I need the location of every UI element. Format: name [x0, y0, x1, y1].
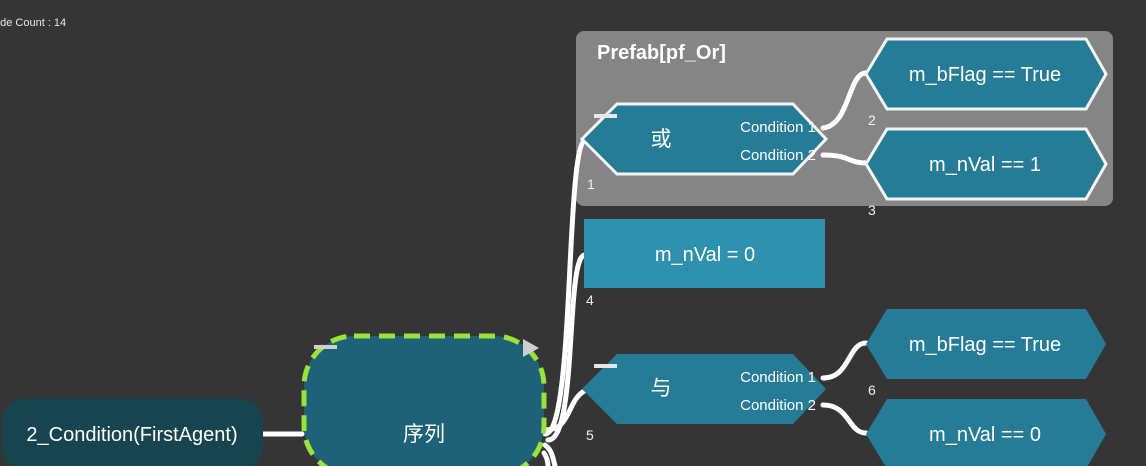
- action-node-body: [584, 219, 825, 288]
- or-condition-2-label: Condition 2: [740, 147, 816, 164]
- and-node[interactable]: 与 Condition 1 Condition 2 5: [582, 354, 826, 443]
- condition-node-label: m_bFlag == True: [909, 334, 1061, 356]
- connector-or-cond1: [820, 70, 869, 131]
- connector-seq-more: [542, 442, 558, 466]
- node-index: 4: [586, 292, 594, 308]
- action-node-label: m_nVal = 0: [655, 244, 755, 266]
- or-flag-condition-node[interactable]: m_bFlag == True 2: [864, 37, 1108, 128]
- and-val-condition-node[interactable]: m_nVal == 0: [866, 399, 1106, 466]
- node-count-label: ode Count : 14: [0, 17, 67, 29]
- prefab-title: Prefab[pf_Or]: [597, 42, 726, 64]
- connector-seq-action: [545, 252, 588, 443]
- node-index: 5: [586, 427, 594, 443]
- sequence-node-label: 序列: [403, 423, 445, 446]
- root-node[interactable]: 2_Condition(FirstAgent): [2, 399, 263, 466]
- node-index: 1: [587, 176, 595, 192]
- or-node-label: 或: [651, 128, 672, 151]
- and-node-label: 与: [651, 377, 672, 400]
- assignment-action-node[interactable]: m_nVal = 0 4: [584, 219, 825, 308]
- sequence-node[interactable]: 序列: [301, 333, 547, 466]
- connector-and-cond1: [820, 340, 869, 381]
- connectors: [259, 70, 869, 466]
- and-flag-condition-node[interactable]: m_bFlag == True 6: [866, 309, 1106, 398]
- connector-and-cond2: [820, 402, 869, 436]
- connector-or-cond2: [820, 152, 869, 166]
- condition-node-body: [866, 309, 1106, 379]
- and-condition-1-label: Condition 1: [740, 369, 816, 386]
- condition-node-body: [864, 127, 1108, 201]
- and-node-body: [582, 354, 826, 424]
- connector-seq-or: [542, 137, 588, 437]
- node-index: 6: [868, 382, 876, 398]
- or-condition-1-label: Condition 1: [740, 119, 816, 136]
- or-val-condition-node[interactable]: m_nVal == 1 3: [864, 127, 1108, 218]
- breakpoint-arrow-icon[interactable]: [523, 339, 539, 357]
- sequence-node-body: [301, 333, 547, 466]
- or-node-body: [579, 102, 829, 176]
- condition-node-label: m_bFlag == True: [909, 64, 1061, 86]
- root-node-body: [2, 399, 263, 466]
- root-node-label: 2_Condition(FirstAgent): [26, 424, 237, 446]
- condition-node-body: [864, 37, 1108, 111]
- condition-node-label: m_nVal == 1: [929, 154, 1041, 176]
- connector-seq-more-2: [541, 450, 551, 466]
- connector-seq-and: [542, 387, 589, 433]
- condition-node-body: [866, 399, 1106, 466]
- or-node[interactable]: 或 Condition 1 Condition 2 1: [579, 102, 829, 192]
- node-index: 3: [868, 202, 876, 218]
- and-condition-2-label: Condition 2: [740, 397, 816, 414]
- node-index: 2: [868, 112, 876, 128]
- condition-node-label: m_nVal == 0: [929, 424, 1041, 446]
